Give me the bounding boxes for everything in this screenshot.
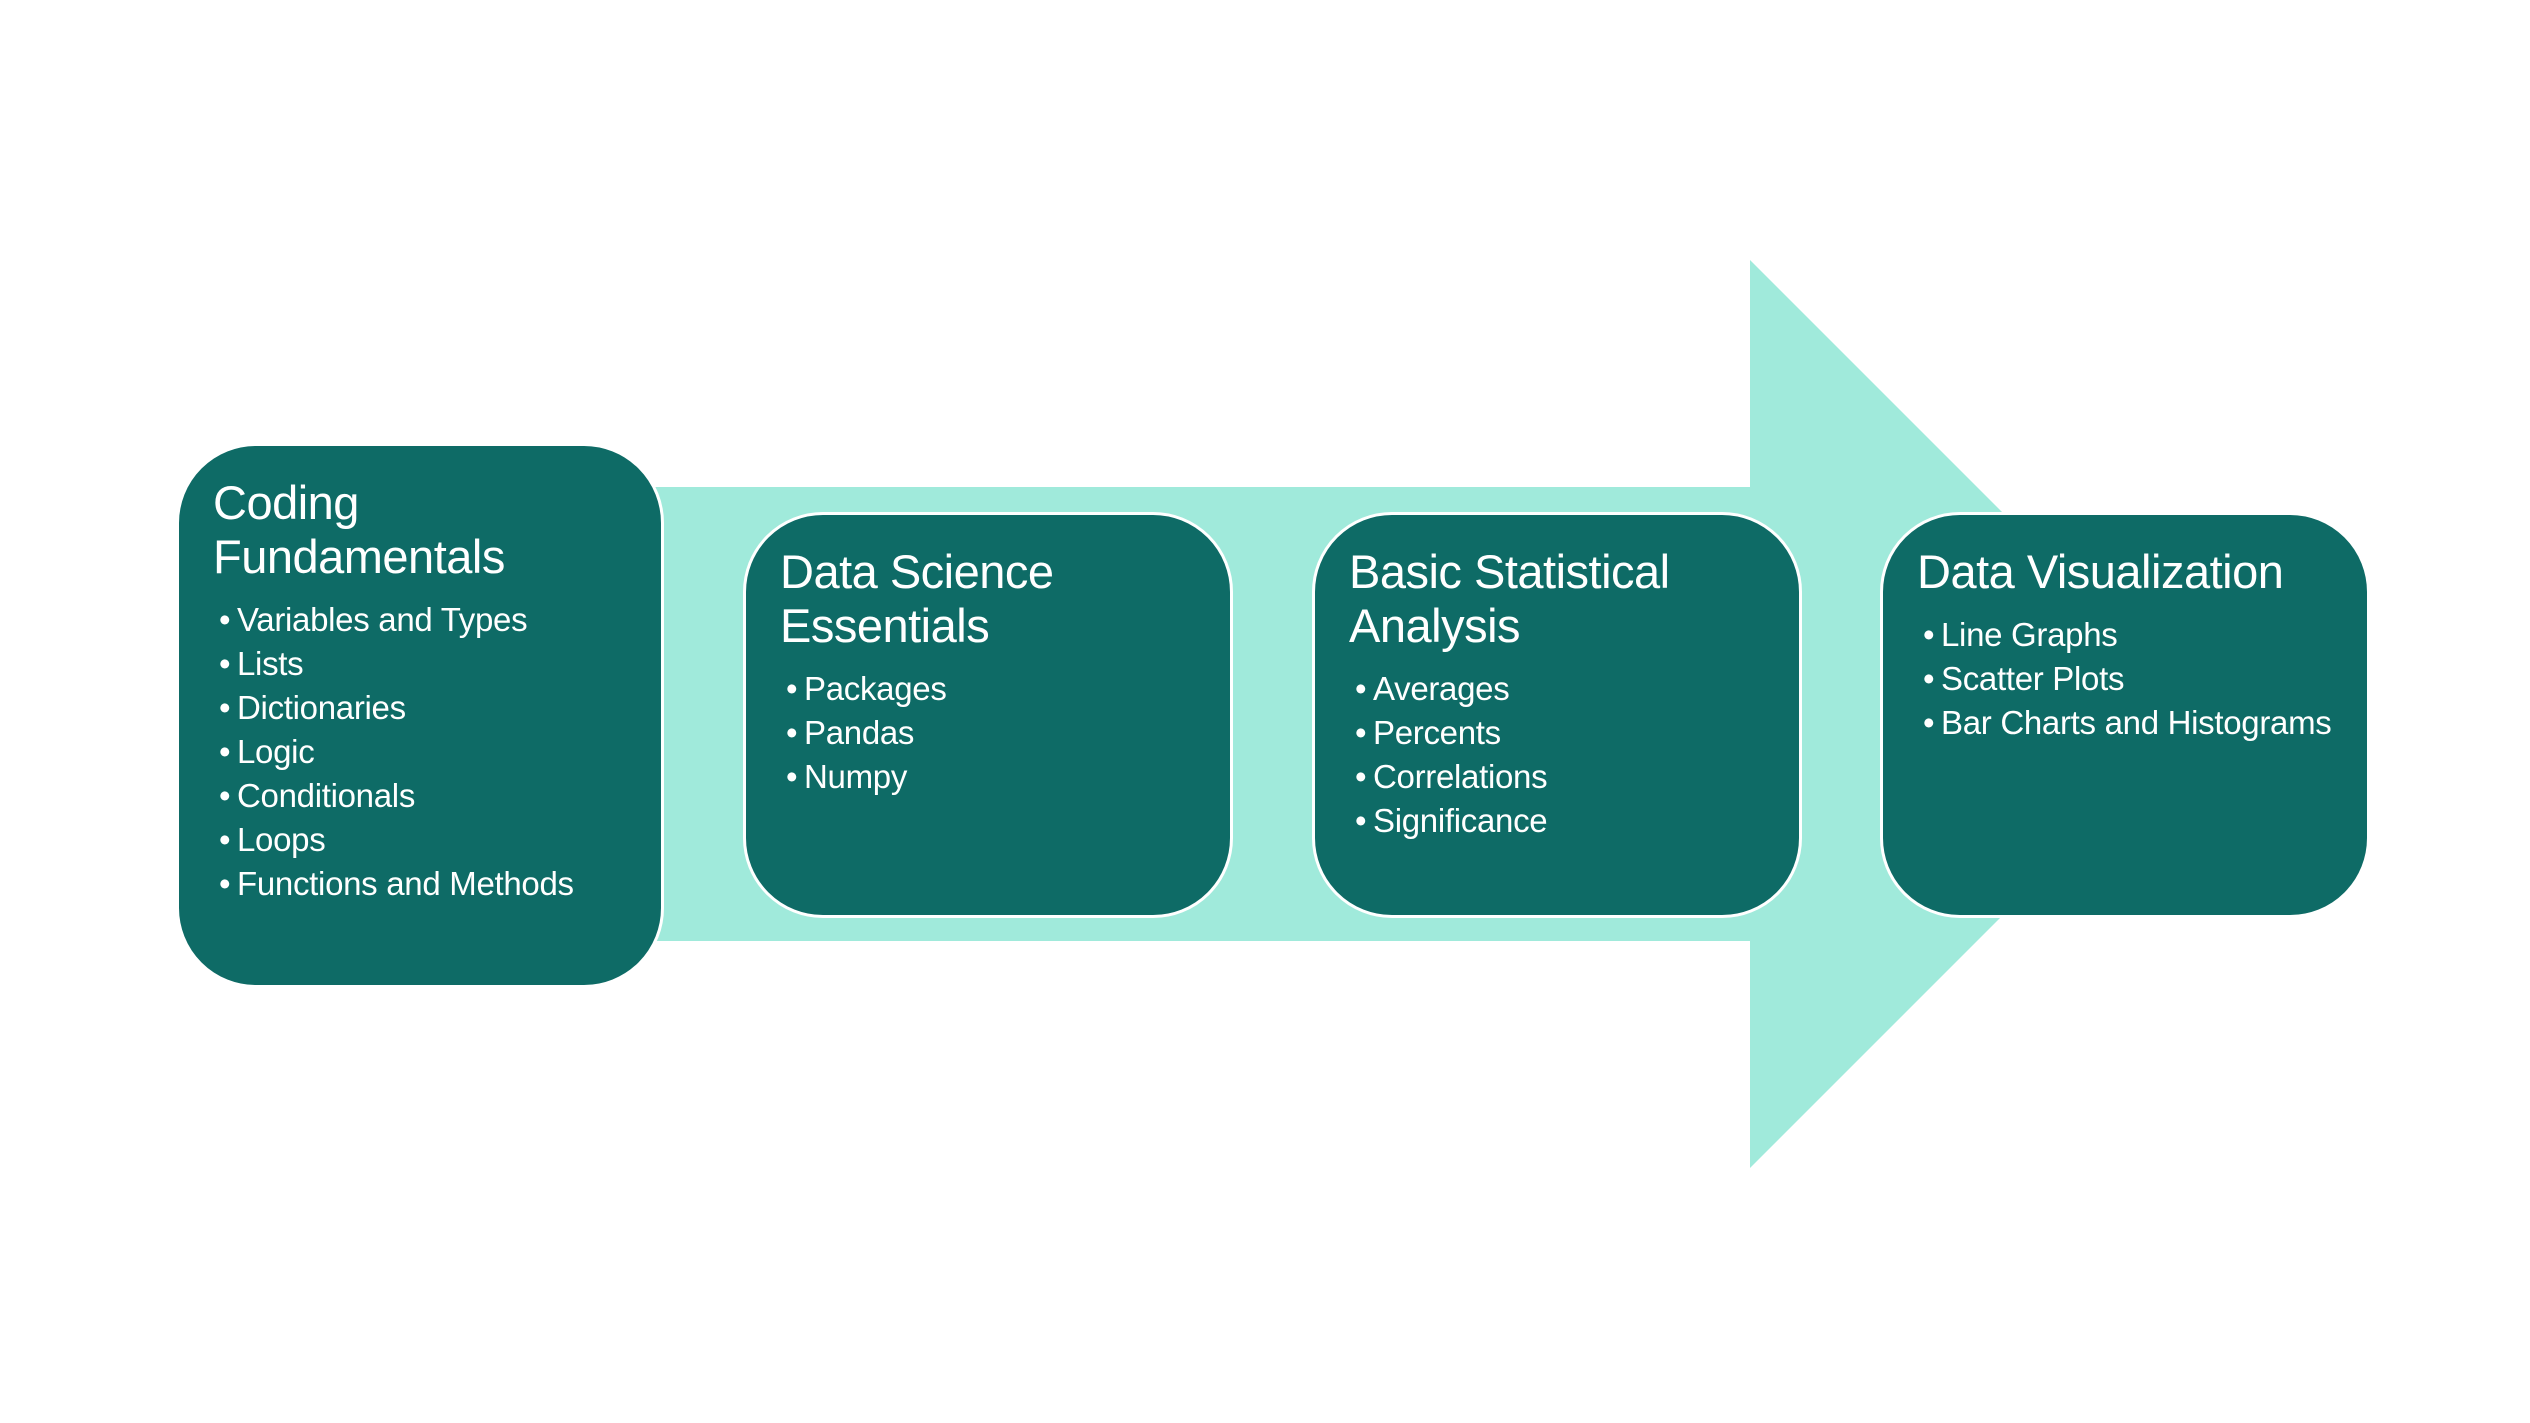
list-item: •Percents bbox=[1355, 711, 1765, 755]
list-item-label: Dictionaries bbox=[237, 689, 406, 726]
step-items: •Averages•Percents•Correlations•Signific… bbox=[1349, 667, 1765, 843]
step-items: •Variables and Types•Lists•Dictionaries•… bbox=[213, 598, 627, 906]
step-title: Basic Statistical Analysis bbox=[1349, 545, 1670, 652]
list-item-label: Lists bbox=[237, 645, 304, 682]
list-item-label: Significance bbox=[1373, 802, 1548, 839]
list-item: •Functions and Methods bbox=[219, 862, 627, 906]
list-item-label: Variables and Types bbox=[237, 601, 528, 638]
bullet-icon: • bbox=[1355, 758, 1367, 795]
step-items: •Line Graphs•Scatter Plots•Bar Charts an… bbox=[1917, 613, 2333, 745]
bullet-icon: • bbox=[786, 714, 798, 751]
list-item: •Logic bbox=[219, 730, 627, 774]
bullet-icon: • bbox=[1355, 802, 1367, 839]
list-item: •Line Graphs bbox=[1923, 613, 2333, 657]
bullet-icon: • bbox=[786, 758, 798, 795]
bullet-icon: • bbox=[219, 821, 231, 858]
list-item-label: Line Graphs bbox=[1941, 616, 2118, 653]
bullet-icon: • bbox=[219, 865, 231, 902]
list-item-label: Numpy bbox=[804, 758, 908, 795]
step-title: Data Visualization bbox=[1917, 545, 2284, 598]
bullet-icon: • bbox=[219, 601, 231, 638]
bullet-icon: • bbox=[219, 645, 231, 682]
list-item-label: Packages bbox=[804, 670, 947, 707]
list-item: •Conditionals bbox=[219, 774, 627, 818]
bullet-icon: • bbox=[219, 733, 231, 770]
step-card-basic-statistical-analysis: Basic Statistical Analysis •Averages•Per… bbox=[1312, 512, 1802, 918]
bullet-icon: • bbox=[219, 689, 231, 726]
list-item: •Bar Charts and Histograms bbox=[1923, 701, 2333, 745]
bullet-icon: • bbox=[1923, 704, 1935, 741]
bullet-icon: • bbox=[1355, 714, 1367, 751]
bullet-icon: • bbox=[1923, 616, 1935, 653]
list-item: •Variables and Types bbox=[219, 598, 627, 642]
list-item-label: Percents bbox=[1373, 714, 1501, 751]
bullet-icon: • bbox=[1923, 660, 1935, 697]
step-title: Data Science Essentials bbox=[780, 545, 1054, 652]
list-item-label: Bar Charts and Histograms bbox=[1941, 704, 2332, 741]
step-items: •Packages•Pandas•Numpy bbox=[780, 667, 1196, 799]
list-item-label: Correlations bbox=[1373, 758, 1548, 795]
list-item-label: Functions and Methods bbox=[237, 865, 574, 902]
bullet-icon: • bbox=[1355, 670, 1367, 707]
list-item: •Numpy bbox=[786, 755, 1196, 799]
list-item-label: Averages bbox=[1373, 670, 1510, 707]
step-title: Coding Fundamentals bbox=[213, 476, 505, 583]
list-item: •Packages bbox=[786, 667, 1196, 711]
list-item: •Averages bbox=[1355, 667, 1765, 711]
list-item-label: Logic bbox=[237, 733, 315, 770]
list-item: •Pandas bbox=[786, 711, 1196, 755]
list-item-label: Loops bbox=[237, 821, 326, 858]
step-card-data-visualization: Data Visualization •Line Graphs•Scatter … bbox=[1880, 512, 2370, 918]
list-item: •Loops bbox=[219, 818, 627, 862]
list-item: •Dictionaries bbox=[219, 686, 627, 730]
bullet-icon: • bbox=[786, 670, 798, 707]
list-item: •Correlations bbox=[1355, 755, 1765, 799]
list-item: •Significance bbox=[1355, 799, 1765, 843]
list-item-label: Scatter Plots bbox=[1941, 660, 2125, 697]
step-card-coding-fundamentals: Coding Fundamentals •Variables and Types… bbox=[176, 443, 664, 988]
list-item: •Lists bbox=[219, 642, 627, 686]
step-card-data-science-essentials: Data Science Essentials •Packages•Pandas… bbox=[743, 512, 1233, 918]
list-item-label: Pandas bbox=[804, 714, 915, 751]
list-item: •Scatter Plots bbox=[1923, 657, 2333, 701]
bullet-icon: • bbox=[219, 777, 231, 814]
list-item-label: Conditionals bbox=[237, 777, 416, 814]
